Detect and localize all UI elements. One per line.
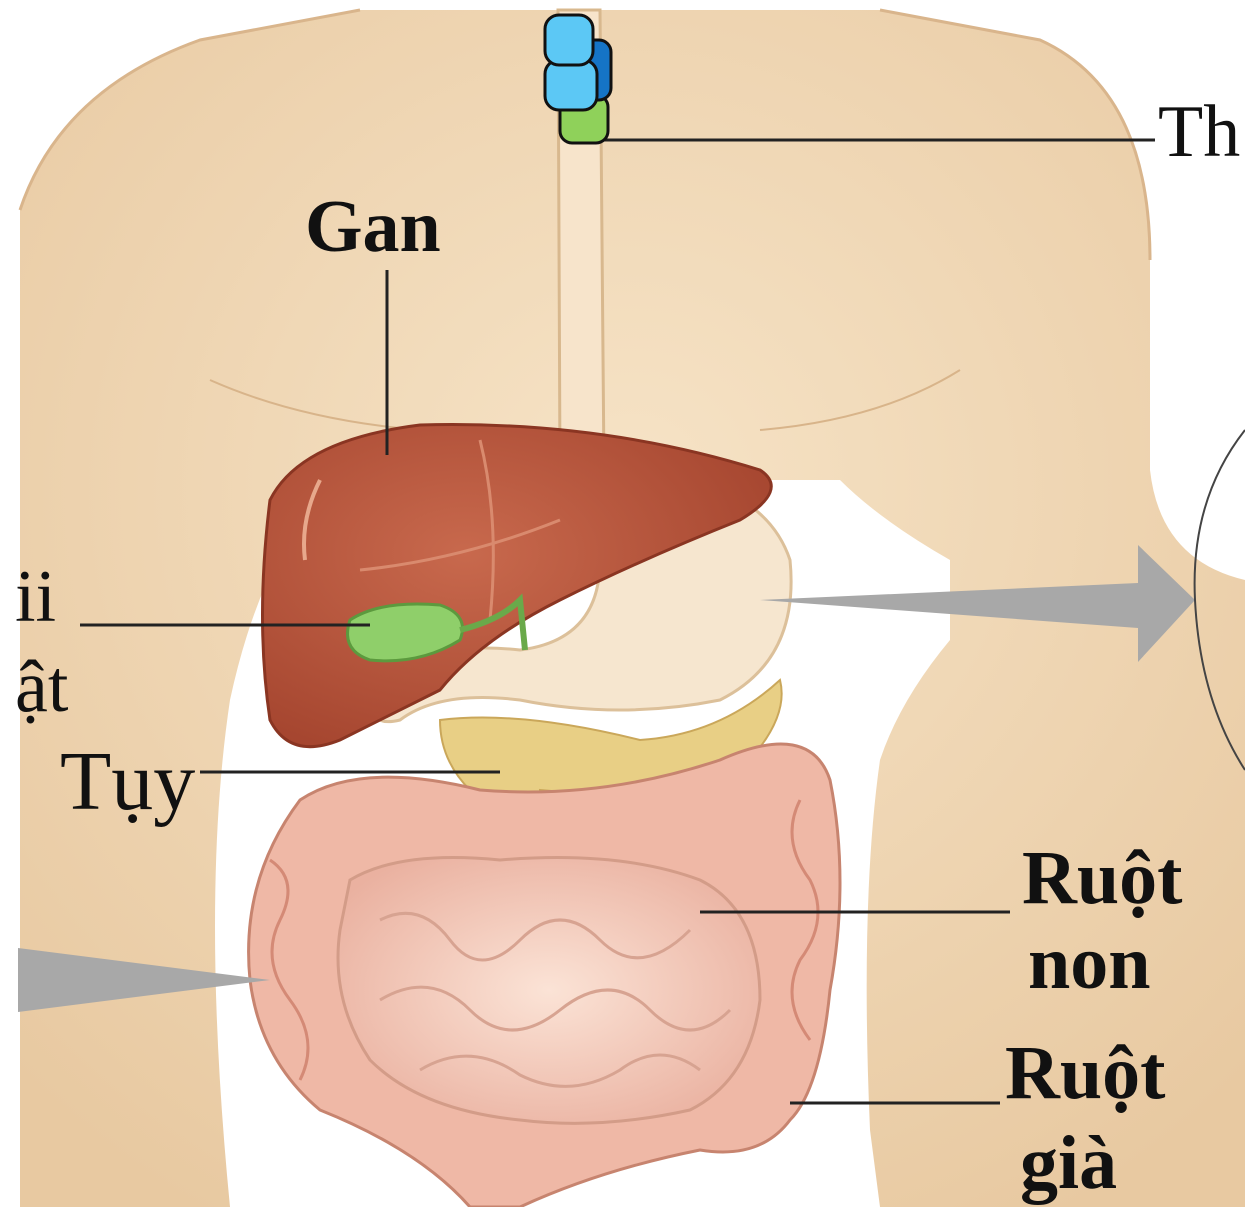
label-small-intestine-line2: non	[1028, 925, 1151, 1001]
label-liver: Gan	[305, 190, 441, 264]
label-large-intestine-line1: Ruột	[1005, 1035, 1165, 1111]
label-gallbladder-line1: ii	[15, 560, 56, 634]
label-gallbladder-line2: ật	[15, 650, 68, 724]
label-stomach: Th	[1158, 95, 1240, 169]
label-pancreas: Tụy	[60, 740, 195, 824]
label-small-intestine-line1: Ruột	[1022, 840, 1182, 916]
label-large-intestine-line2: già	[1020, 1125, 1117, 1201]
